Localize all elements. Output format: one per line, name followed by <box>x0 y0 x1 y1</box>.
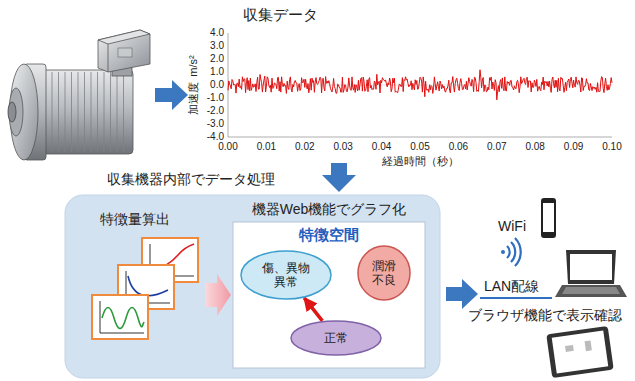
motor-rib <box>104 72 105 152</box>
tablet-icon <box>546 326 614 378</box>
axis-tick: 0.01 <box>257 141 276 153</box>
ellipse-text-wrap: 潤滑 不良 <box>357 245 411 301</box>
flow-arrow <box>446 279 478 309</box>
node-shapes <box>65 195 440 378</box>
connection-label: WiFi <box>498 218 526 235</box>
axis-tick: 0.07 <box>487 141 506 153</box>
cluster-ellipse: 傷、異物 異常 <box>240 250 332 300</box>
motor-rib <box>91 72 92 152</box>
axis-tick: 4.0 <box>210 27 224 39</box>
ellipse-text-wrap: 正常 <box>290 320 382 356</box>
axis-tick: 3.0 <box>210 40 224 52</box>
feature-space-box: 機器Web機能でグラフ化特徴空間傷、異物 異常潤滑 不良正常 <box>233 222 425 368</box>
smartphone-icon <box>541 198 556 238</box>
note-label: ブラウザ機能で表示確認 <box>468 307 622 324</box>
motor-illustration <box>8 30 150 160</box>
axis-tick: 0.08 <box>525 141 544 153</box>
chart-axes <box>228 33 612 137</box>
motor-rib <box>117 72 118 152</box>
motor-rib <box>110 72 111 152</box>
axis-tick: 0.00 <box>218 141 237 153</box>
flow-arrow <box>322 163 356 192</box>
axis-tick: 0.0 <box>210 79 224 91</box>
signal-line <box>228 70 612 100</box>
axis-tick: 0.02 <box>295 141 314 153</box>
laptop-icon <box>555 250 627 297</box>
node-heading: 機器Web機能でグラフ化 <box>233 201 425 219</box>
motor-rib <box>65 72 66 152</box>
lan-underline <box>480 297 552 299</box>
node-outline <box>233 222 425 368</box>
feature-thumbnails <box>92 238 198 339</box>
motor-rib <box>78 72 79 152</box>
axis-title: 経過時間（秒） <box>382 155 459 168</box>
axis-tick: 0.06 <box>449 141 468 153</box>
motor-rib <box>123 72 124 152</box>
cluster-ellipse: 正常 <box>290 320 382 356</box>
node-heading: 収集機器内部でデータ処理 <box>107 171 275 189</box>
section-label: 特徴量算出 <box>100 211 170 228</box>
ellipse-shape <box>291 321 381 355</box>
axis-tick: 0.10 <box>602 141 621 153</box>
axis-tick: 1.0 <box>210 66 224 78</box>
node-title: 特徴空間 <box>233 226 425 245</box>
motor-rib <box>58 72 59 152</box>
motor-rib <box>52 72 53 152</box>
ellipse-text-wrap: 傷、異物 異常 <box>240 250 332 300</box>
chart-title: 収集データ <box>243 6 318 24</box>
connection-label: LAN配線 <box>484 278 539 295</box>
wifi-symbol <box>501 238 521 266</box>
axis-tick: 0.05 <box>410 141 429 153</box>
axis-tick: 0.04 <box>372 141 391 153</box>
axis-tick: 0.03 <box>333 141 352 153</box>
cluster-label: 正常 <box>324 331 348 345</box>
ellipse-shape <box>241 251 331 299</box>
process-arrow <box>205 274 231 316</box>
cluster-ellipse: 潤滑 不良 <box>357 245 411 301</box>
cluster-label: 潤滑 不良 <box>370 259 399 288</box>
node-outline <box>65 195 440 378</box>
signal-trace <box>228 70 612 100</box>
axis-tick: 2.0 <box>210 53 224 65</box>
motor-rib <box>84 72 85 152</box>
axis-title-part: 加速度 <box>187 82 199 115</box>
motor-rib <box>71 72 72 152</box>
motor-rib <box>97 72 98 152</box>
axis-title-part: m/s² <box>187 55 199 76</box>
axis-tick: -2.0 <box>207 105 224 117</box>
ellipse-shape <box>358 246 410 300</box>
cluster-label: 傷、異物 異常 <box>258 261 313 290</box>
flow-arrow <box>155 80 188 110</box>
axis-title: 加速度 m/s² <box>187 50 201 120</box>
axis-tick: -3.0 <box>207 118 224 130</box>
anomaly-arrow <box>304 298 322 321</box>
axis-tick: 0.09 <box>564 141 583 153</box>
axis-tick: -1.0 <box>207 92 224 104</box>
